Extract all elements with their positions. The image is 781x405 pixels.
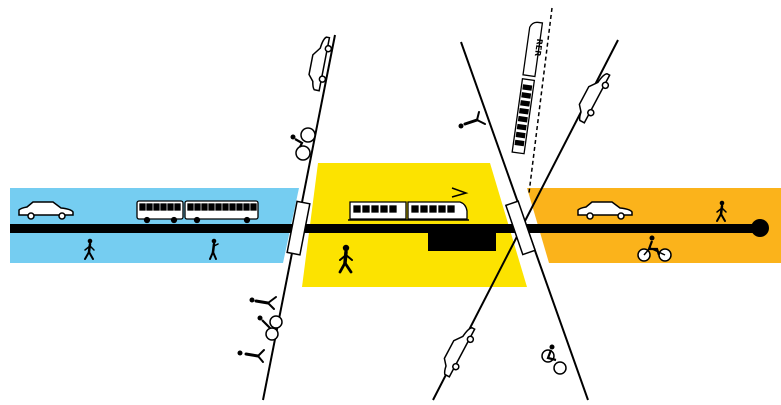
bus-icon [137, 201, 258, 223]
route-terminus-dot [751, 219, 769, 237]
runner-icon [250, 297, 277, 309]
runner-icon [238, 350, 265, 362]
cyclist-icon [258, 316, 283, 341]
main-route-line [10, 224, 758, 233]
rer-train-icon: RER [512, 21, 546, 154]
car-icon [438, 323, 478, 379]
cyclist-icon [542, 345, 566, 375]
underground-platform [428, 233, 496, 251]
runner-icon [459, 112, 486, 129]
